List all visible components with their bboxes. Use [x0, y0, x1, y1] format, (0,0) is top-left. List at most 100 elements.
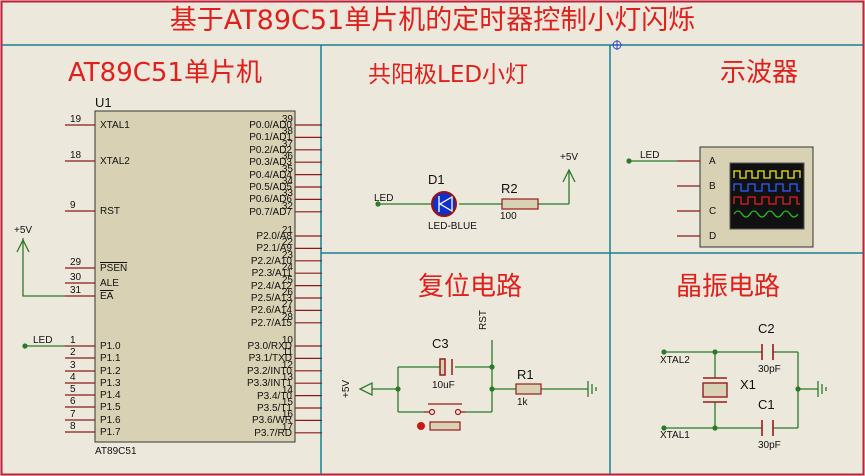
mcu-pin-name: P1.0	[100, 341, 121, 352]
mcu-pin-name: P0.3/AD3	[249, 157, 292, 169]
scope-pins	[677, 160, 700, 237]
mcu-pin-name: P3.2/INT0	[246, 365, 292, 377]
reset-wires	[372, 340, 588, 413]
mcu-pin-number: 32	[281, 200, 293, 212]
mcu-pin-number: 39	[281, 114, 293, 125]
mcu-pin-number: 8	[70, 421, 76, 432]
led-net-label: LED	[374, 193, 394, 204]
mcu-pin-number: 2	[70, 347, 76, 358]
scope-channel-c: C	[709, 206, 717, 217]
mcu-pin-number: 35	[281, 163, 293, 175]
mcu-pin-number: 24	[281, 262, 293, 274]
mcu-pin-name: P3.1/TXD	[248, 353, 292, 365]
reset-junction-left	[395, 386, 401, 392]
trace-d	[733, 210, 799, 218]
mcu-power-net	[16, 238, 65, 297]
reset-resistor-body	[515, 383, 542, 395]
mcu-pin-number: 19	[70, 114, 82, 125]
crystal-c1-ref: C1	[758, 397, 775, 412]
reset-junction-top	[489, 364, 495, 370]
reset-power-arrow	[358, 381, 373, 397]
scope-net-junction	[626, 158, 632, 164]
section-title-led: 共阳极LED小灯	[368, 62, 529, 88]
crystal-ground	[817, 381, 827, 397]
mcu-pin-number: 18	[70, 150, 82, 161]
mcu-led-net-label: LED	[33, 335, 53, 346]
mcu-pin-number: 22	[281, 237, 293, 249]
reset-ground	[587, 381, 597, 397]
mcu-pin-number: 30	[70, 272, 82, 283]
mcu-pin-name: P3.0/RXD	[247, 341, 292, 352]
mcu-pin-number: 27	[281, 299, 293, 311]
scope-channel-d: D	[709, 231, 717, 242]
mcu-pin-name: P0.2/AD2	[249, 144, 292, 156]
mcu-pin-number: 16	[281, 409, 293, 421]
mcu-pin-number: 14	[281, 384, 293, 396]
mcu-pin-number: 28	[281, 311, 293, 323]
mcu-pin-name: PSEN	[100, 263, 128, 274]
crystal-c2	[761, 344, 774, 360]
crystal-net-xtal1: XTAL1	[660, 430, 690, 441]
mcu-pin-number: 11	[282, 347, 293, 359]
mcu-pin-name: P1.3	[100, 378, 121, 389]
mcu-pin-name: P0.5/AD5	[249, 182, 292, 193]
mcu-pin-number: 31	[70, 285, 82, 296]
mcu-pin-number: 26	[281, 287, 293, 298]
led-resistor-body	[501, 198, 539, 210]
section-title-crystal: 晶振电路	[676, 272, 781, 302]
mcu-pin-name: P2.2/A10	[250, 255, 292, 267]
mcu-pin-number: 17	[281, 421, 293, 433]
section-title-mcu: AT89C51单片机	[68, 58, 262, 88]
mcu-pin-name: P1.1	[100, 353, 121, 364]
reset-cap-ref: C3	[432, 336, 449, 351]
reset-res-value: 1k	[517, 397, 528, 408]
mcu-pin-name: P1.7	[100, 427, 121, 438]
mcu-pin-name: P0.6/AD6	[249, 194, 292, 206]
mcu-pin-number: 29	[70, 257, 82, 268]
mcu-pin-name: P2.4/A12	[250, 280, 292, 292]
crystal-wires	[664, 351, 818, 429]
mcu-pin-number: 36	[281, 151, 293, 163]
crystal-c2-ref: C2	[758, 321, 775, 336]
mcu-pin-number: 21	[281, 225, 293, 236]
mcu-pin-name: P3.7/RD	[254, 427, 292, 439]
mcu-pin-name: P0.4/AD4	[249, 169, 292, 181]
crystal-c2-value: 30pF	[758, 364, 781, 375]
mcu-part-label: AT89C51	[95, 446, 137, 457]
mcu-pin-number: 15	[281, 397, 293, 408]
mcu-pin-number: 25	[281, 274, 293, 286]
crystal-c1-value: 30pF	[758, 440, 781, 451]
scope-traces	[733, 170, 801, 218]
mcu-pin-name: XTAL2	[100, 156, 130, 167]
mcu-pin-name: P1.5	[100, 402, 121, 413]
led-net-junction	[375, 201, 381, 207]
mcu-pin-name: P3.4/T0	[256, 390, 292, 402]
title-marker	[612, 40, 622, 50]
scope-net-label: LED	[640, 150, 660, 161]
led-power-label: +5V	[560, 152, 579, 163]
crystal-junction-bot	[712, 425, 718, 431]
led-diode-part: LED-BLUE	[428, 221, 477, 232]
mcu-pin-name: P2.0/A8	[256, 231, 292, 242]
mcu-pin-name: P2.3/A11	[251, 268, 292, 280]
mcu-power-label: +5V	[14, 225, 33, 236]
mcu-pin-name: P1.6	[100, 415, 121, 426]
page-title: 基于AT89C51单片机的定时器控制小灯闪烁	[169, 5, 696, 36]
mcu-pin-name: P3.6/WR	[251, 415, 292, 427]
led-diode-ref: D1	[428, 172, 445, 187]
reset-capacitor	[439, 358, 453, 376]
mcu-pin-number: 23	[281, 249, 293, 261]
scope-channel-a: A	[709, 156, 716, 167]
crystal-junction-top	[712, 349, 718, 355]
mcu-pin-number: 9	[70, 200, 76, 211]
reset-junction-mid	[489, 386, 495, 392]
mcu-pin-number: 37	[281, 138, 293, 150]
crystal-ref: X1	[740, 377, 756, 392]
mcu-pin-number: 7	[70, 409, 76, 420]
section-title-scope: 示波器	[720, 58, 799, 88]
mcu-pin-number: 1	[70, 335, 76, 346]
crystal-junction-gnd	[795, 386, 801, 392]
